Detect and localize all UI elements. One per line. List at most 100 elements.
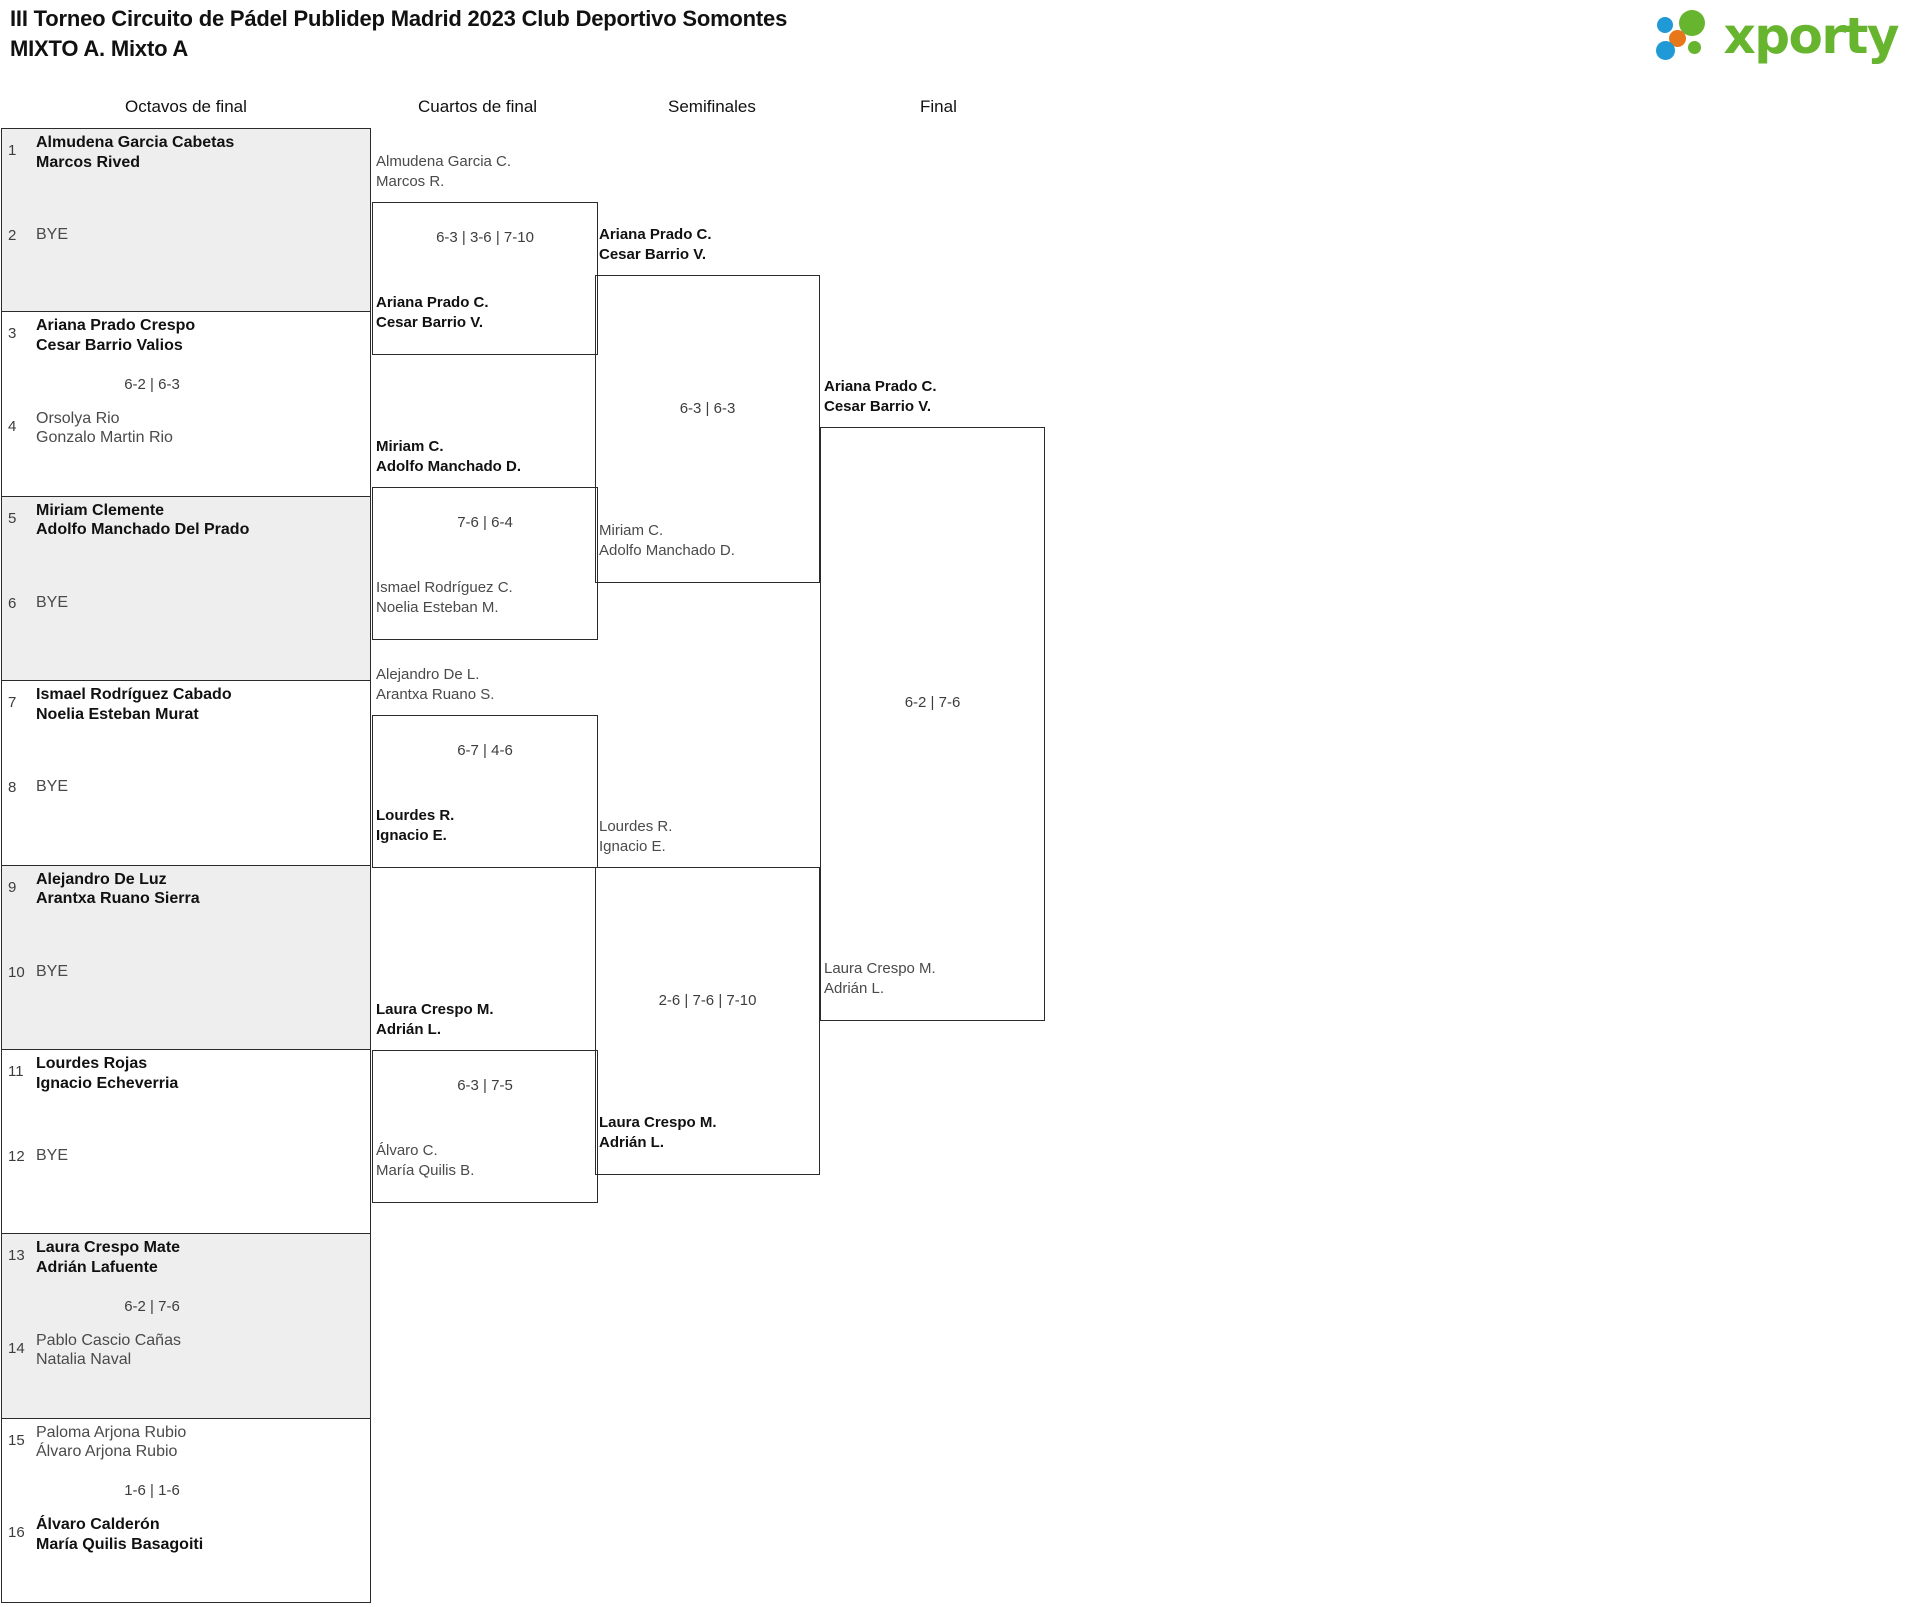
page-title: III Torneo Circuito de Pádel Publidep Ma… [10, 4, 1310, 63]
round3-score: 2-6 | 7-6 | 7-10 [658, 992, 757, 1009]
player-name-2: Noelia Esteban Murat [36, 705, 199, 723]
seed-number: 4 [8, 417, 17, 435]
round3-bottom-names: Miriam C.Adolfo Manchado D. [599, 521, 814, 560]
player-name-1: Laura Crespo Mate [36, 1239, 181, 1257]
player-name-1: Ariana Prado C. [824, 378, 937, 395]
seed-number: 8 [8, 779, 17, 797]
round2-entrant-top-3: Alejandro De L. Arantxa Ruano S. [376, 665, 592, 704]
player-name-1: Álvaro C. [376, 1142, 438, 1159]
final-bottom-names: Laura Crespo M.Adrián L. [824, 959, 1039, 998]
player-name-2: Arantxa Ruano Sierra [36, 890, 200, 908]
round3-score: 6-3 | 6-3 [679, 400, 736, 417]
final-match-box[interactable]: 6-2 | 7-6 [820, 427, 1045, 1021]
round1-score: 6-2 | 6-3 [124, 375, 180, 393]
round3-entrant-top-1: Ariana Prado C.Cesar Barrio V. [599, 225, 814, 264]
round2-score: 6-3 | 3-6 | 7-10 [436, 229, 534, 246]
round2-match-box-3[interactable]: 6-7 | 4-6 [372, 715, 598, 868]
round3-match-box-2[interactable]: 2-6 | 7-6 | 7-10 [595, 867, 820, 1175]
round2-top-names: Alejandro De L. Arantxa Ruano S. [376, 665, 592, 704]
round3-match-box-1[interactable]: 6-3 | 6-3 [595, 275, 820, 583]
player-name-1: Miriam C. [599, 522, 664, 539]
player-name-1: Almudena Garcia C. [376, 153, 512, 170]
player-name-1: Álvaro Calderón [36, 1515, 160, 1533]
player-name-1: Ismael Rodríguez C. [376, 579, 513, 596]
round2-bottom-names: Álvaro C. María Quilis B. [376, 1141, 592, 1180]
player-name-2: María Quilis B. [376, 1161, 475, 1179]
round-header-semifinales: Semifinales [668, 97, 756, 116]
xporty-logo: xporty [1655, 6, 1899, 66]
player-name-1: Lourdes R. [376, 807, 455, 824]
final-entrant-bottom: Laura Crespo M.Adrián L. [824, 959, 1039, 998]
bye-label: BYE [36, 962, 69, 980]
round2-score: 6-3 | 7-5 [457, 1077, 513, 1094]
round2-match-box-4[interactable]: 6-3 | 7-5 [372, 1050, 598, 1203]
seed-number: 7 [8, 694, 17, 712]
round2-top-names: Almudena Garcia C. Marcos R. [376, 152, 592, 191]
player-name-1: Pablo Cascio Cañas [36, 1331, 181, 1349]
tournament-title-line2: MIXTO A. Mixto A [10, 35, 189, 61]
round2-entrant-bottom-3: Lourdes R. Ignacio E. [376, 806, 592, 845]
player-name-1: Ariana Prado Crespo [36, 317, 196, 335]
seed-number: 11 [8, 1063, 24, 1080]
round1-entry-12: 12 BYE [2, 1146, 370, 1238]
round2-match-box-2[interactable]: 7-6 | 6-4 [372, 487, 598, 640]
seed-number: 3 [8, 325, 17, 343]
seed-number: 9 [8, 878, 17, 896]
round1-player-names: BYE [36, 962, 364, 982]
tournament-title-line1: III Torneo Circuito de Pádel Publidep Ma… [10, 6, 788, 31]
round2-entrant-top-1: Almudena Garcia C. Marcos R. [376, 152, 592, 191]
player-name-2: Adrián L. [824, 979, 885, 997]
round2-score: 6-7 | 4-6 [457, 742, 513, 759]
round2-bottom-names: Ismael Rodríguez C.Noelia Esteban M. [376, 578, 592, 617]
player-name-1: Miriam C. [376, 438, 444, 455]
round2-entrant-top-4: Laura Crespo M.Adrián L. [376, 1000, 592, 1039]
round2-bottom-names: Ariana Prado C.Cesar Barrio V. [376, 293, 592, 332]
round2-match-box-1[interactable]: 6-3 | 3-6 | 7-10 [372, 202, 598, 355]
round3-entrant-bottom-2: Laura Crespo M.Adrián L. [599, 1113, 814, 1152]
player-name-2: Ignacio Echeverria [36, 1074, 179, 1092]
player-name-2: Cesar Barrio V. [824, 397, 932, 415]
player-name-1: Paloma Arjona Rubio [36, 1423, 187, 1441]
player-name-2: Adrián L. [376, 1020, 442, 1038]
player-name-1: Almudena Garcia Cabetas [36, 134, 235, 151]
player-name-2: Arantxa Ruano S. [376, 685, 495, 703]
player-name-1: Lourdes Rojas [36, 1055, 148, 1072]
round3-entrant-top-2: Lourdes R.Ignacio E. [599, 817, 814, 856]
player-name-2: Cesar Barrio V. [376, 313, 484, 331]
player-name-2: Marcos R. [376, 172, 445, 190]
seed-number: 15 [8, 1431, 25, 1449]
player-name-2: Ignacio E. [599, 837, 666, 855]
round3-bottom-names: Laura Crespo M.Adrián L. [599, 1113, 814, 1152]
seed-number: 12 [8, 1148, 25, 1166]
round1-player-names: BYE [36, 1146, 364, 1166]
player-name-1: Alejandro De L. [376, 666, 480, 683]
player-name-1: Miriam Clemente [36, 501, 165, 519]
player-name-2: Adrián L. [599, 1133, 665, 1151]
seed-number: 2 [8, 227, 17, 245]
seed-number: 10 [8, 963, 25, 981]
round1-entry-10: 10 BYE [2, 962, 370, 1054]
final-entrant-top: Ariana Prado C. Cesar Barrio V. [824, 377, 1039, 416]
player-name-2: Ignacio E. [376, 826, 447, 844]
